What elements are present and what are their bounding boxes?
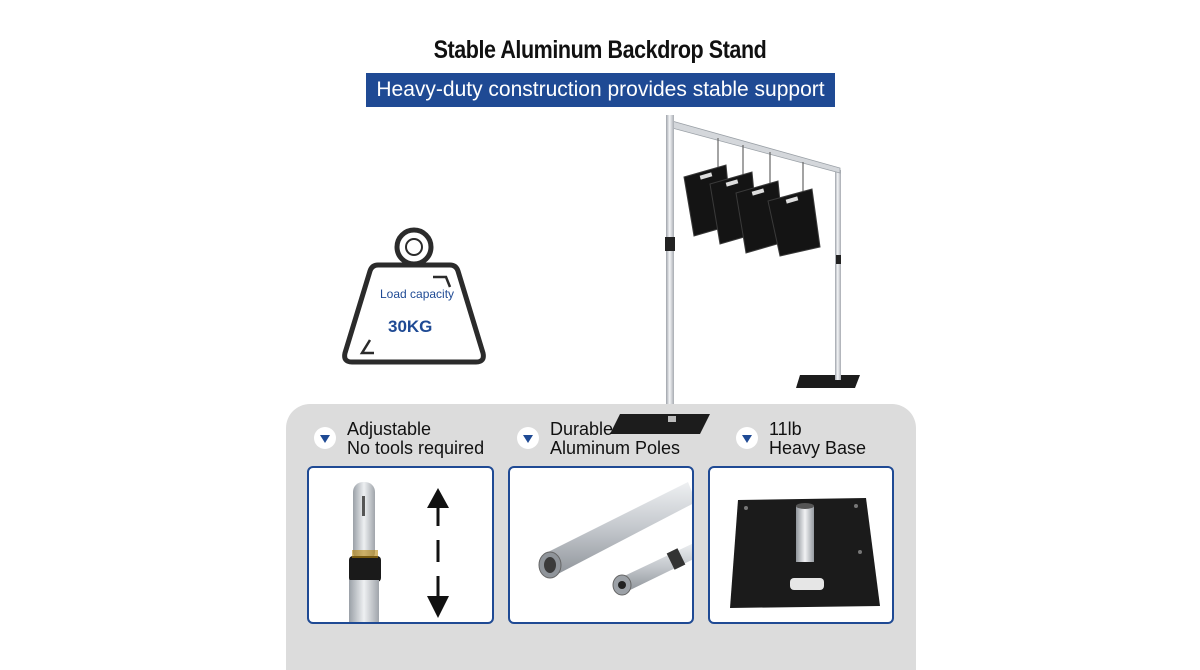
feature-durable: Durable Aluminum Poles	[517, 420, 680, 458]
chevron-down-icon	[736, 427, 758, 449]
load-capacity-label: Load capacity	[380, 287, 455, 301]
feature-subtitle: Heavy Base	[769, 438, 867, 458]
chevron-down-icon	[517, 427, 539, 449]
subtitle-banner: Heavy-duty construction provides stable …	[366, 73, 835, 107]
page-title: Stable Aluminum Backdrop Stand	[433, 36, 767, 64]
load-capacity-badge: Load capacity 30KG	[340, 225, 490, 370]
chevron-down-icon	[314, 427, 336, 449]
feature-title: Adjustable	[347, 419, 432, 439]
feature-title: Durable	[550, 419, 614, 439]
aluminum-poles-image	[538, 482, 692, 596]
aluminum-poles-card	[508, 466, 694, 624]
load-capacity-value: 30KG	[388, 317, 433, 336]
weight-icon	[342, 227, 486, 365]
feature-heavy-base: 11lb Heavy Base	[736, 420, 866, 458]
feature-subtitle: No tools required	[347, 438, 485, 458]
backdrop-stand-image	[610, 115, 860, 435]
heavy-base-card	[708, 466, 894, 624]
feature-title: 11lb	[769, 419, 802, 439]
feature-adjustable: Adjustable No tools required	[314, 420, 484, 458]
feature-subtitle: Aluminum Poles	[550, 438, 681, 458]
adjustable-pole-card	[307, 466, 494, 624]
stand-base-front	[610, 414, 710, 434]
heavy-base-image	[730, 498, 880, 608]
adjustable-pole-image	[349, 482, 449, 622]
